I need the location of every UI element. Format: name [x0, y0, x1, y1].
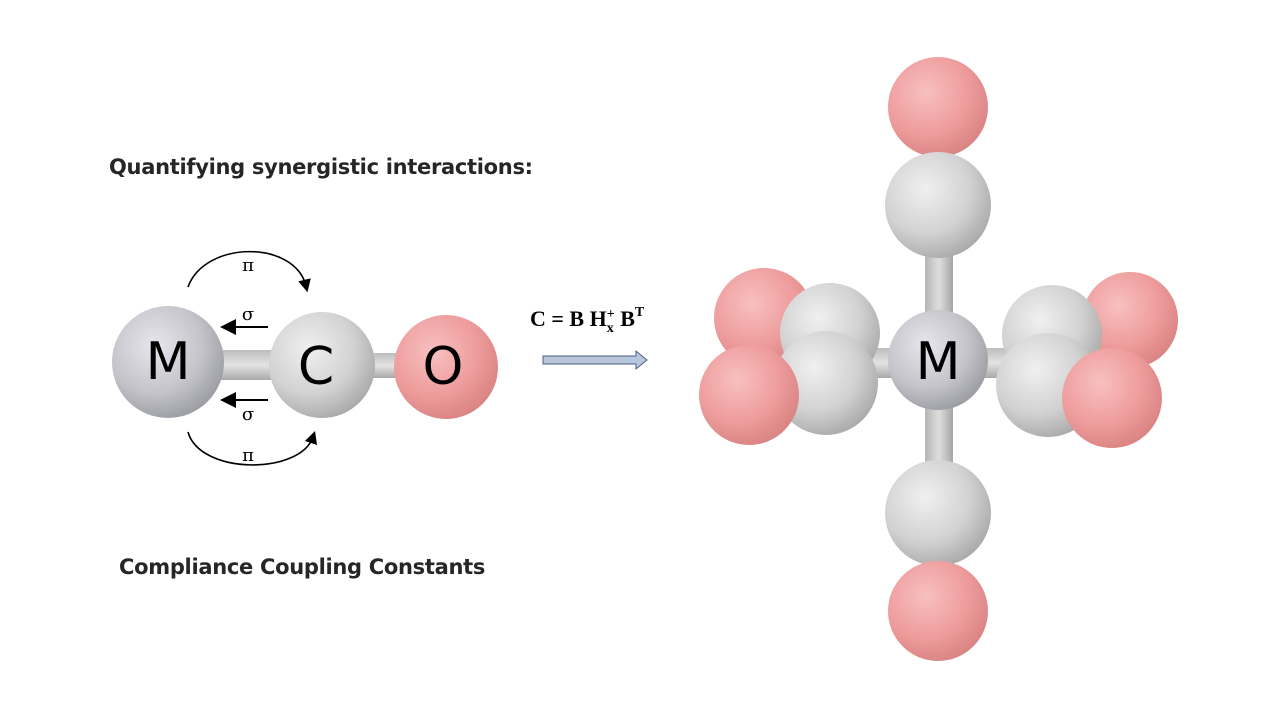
oxygen-bottom	[888, 561, 988, 661]
pi-arc-bottom	[187, 430, 317, 466]
bonding-arrows-bottom: σ π	[187, 392, 317, 466]
metal-center-label: M	[916, 332, 961, 392]
carbon-atom	[269, 312, 375, 418]
oxygen-back-right	[1082, 272, 1178, 368]
bonding-arrows-top: π σ	[187, 250, 311, 335]
oxygen-top	[888, 57, 988, 157]
carbon-front-left	[774, 331, 878, 435]
metal-atom	[112, 306, 224, 418]
pi-label-bottom: π	[242, 445, 254, 466]
title-heading: Quantifying synergistic interactions:	[109, 155, 533, 179]
oxygen-front-right	[1062, 348, 1162, 448]
metal-center	[888, 310, 988, 410]
oxygen-atom	[394, 315, 498, 419]
sigma-label-top: σ	[242, 304, 254, 325]
pi-arc-top	[187, 250, 311, 293]
equation: C = B Hx+ BT	[530, 305, 645, 336]
oxygen-label: O	[423, 337, 464, 397]
carbon-top	[885, 152, 991, 258]
metal-hexacarbonyl: M	[699, 57, 1178, 661]
subtitle-heading: Compliance Coupling Constants	[119, 555, 486, 579]
sigma-label-bottom: σ	[242, 404, 254, 425]
pi-label-top: π	[242, 255, 254, 276]
mco-molecule: M C O	[112, 306, 498, 419]
carbon-label: C	[298, 337, 334, 397]
metal-label: M	[146, 332, 191, 392]
transform-arrow	[542, 349, 648, 371]
carbon-bottom	[885, 460, 991, 566]
oxygen-front-left	[699, 345, 799, 445]
